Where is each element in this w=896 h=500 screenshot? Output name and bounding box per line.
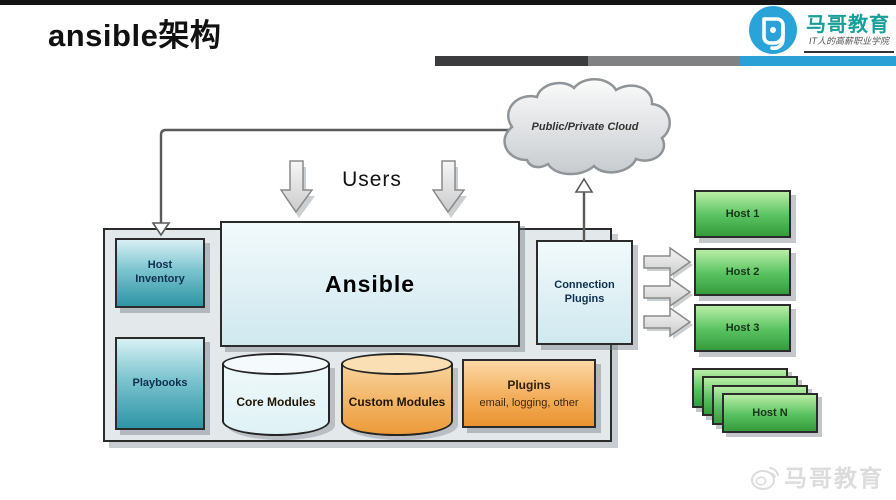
cylinder-body [341, 364, 453, 436]
host-2-box: Host 2 [694, 248, 791, 296]
magedu-logo-icon [749, 6, 797, 54]
host-3-label: Host 3 [725, 322, 760, 334]
brand-name: 马哥教育 [806, 14, 890, 36]
host-inventory-label: Host Inventory [135, 259, 185, 285]
to-host-arrow-icon [643, 306, 693, 339]
host-1-box: Host 1 [694, 190, 791, 238]
custom-modules-label: Custom Modules [348, 394, 446, 409]
users-down-arrow-icon [279, 160, 315, 218]
cylinder-top [222, 353, 330, 375]
core-modules-label: Core Modules [236, 394, 316, 409]
core-modules-cylinder: Core Modules [222, 353, 330, 436]
plugins-subtitle: email, logging, other [479, 397, 579, 409]
host-n-box: Host N [722, 393, 818, 433]
page-title: ansible架构 [48, 18, 222, 53]
up-arrowhead-icon [574, 177, 594, 193]
custom-modules-cylinder: Custom Modules [341, 353, 453, 436]
host-2-label: Host 2 [725, 266, 760, 278]
watermark-text: 马哥教育 [784, 465, 884, 491]
users-down-arrow-icon [431, 160, 467, 218]
plugins-box: Plugins email, logging, other [462, 359, 596, 428]
host-n-label: Host N [752, 407, 788, 419]
to-host-arrow-icon [643, 246, 693, 279]
users-label: Users [342, 168, 402, 191]
weibo-icon [751, 467, 779, 490]
ansible-label: Ansible [324, 270, 416, 297]
host-1-label: Host 1 [725, 208, 760, 220]
to-host-arrow-icon [643, 276, 693, 309]
watermark: 马哥教育 [748, 458, 884, 494]
accent-bar-blue [740, 56, 896, 66]
accent-bar-dark [435, 56, 588, 66]
top-black-bar [0, 0, 896, 5]
playbooks-box: Playbooks [115, 337, 205, 430]
connection-plugins-label: Connection Plugins [554, 278, 615, 305]
host-3-box: Host 3 [694, 304, 791, 352]
brand-tagline: IT人的高薪职业学院 [804, 34, 894, 53]
cylinder-body [222, 364, 330, 436]
host-inventory-box: Host Inventory [115, 238, 205, 308]
cylinder-top [341, 353, 453, 375]
accent-bar-gray [588, 56, 740, 66]
playbooks-label: Playbooks [132, 376, 188, 389]
plugins-title: Plugins [507, 378, 551, 392]
cloud-label: Public/Private Cloud [531, 121, 639, 133]
ansible-box: Ansible [220, 221, 520, 347]
connection-plugins-box: Connection Plugins [536, 240, 633, 345]
